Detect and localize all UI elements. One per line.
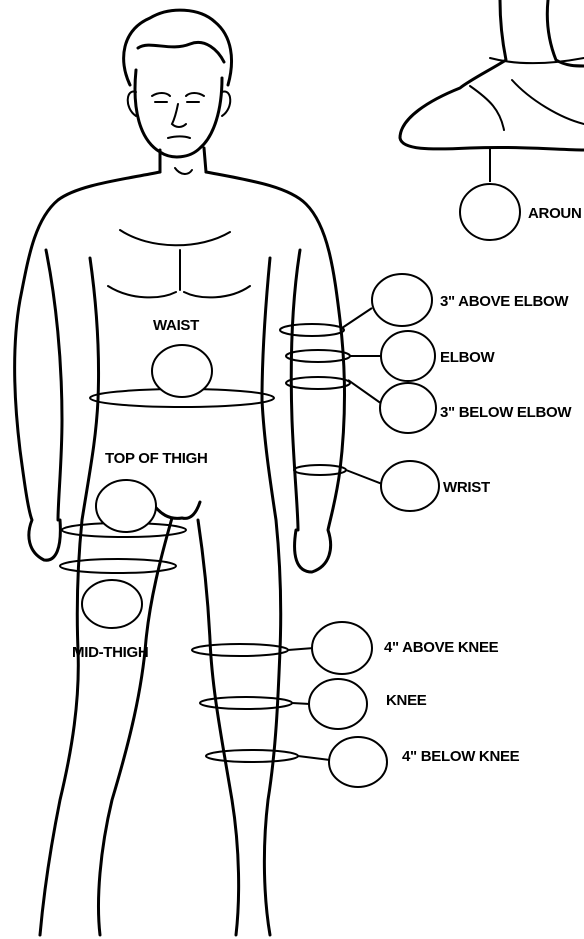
wrist-circle[interactable] <box>381 461 439 511</box>
below-knee-circle[interactable] <box>329 737 387 787</box>
head <box>135 70 222 157</box>
knee-label: KNEE <box>386 692 427 709</box>
human-figure <box>15 10 345 935</box>
wrist-band <box>294 465 346 475</box>
measurement-bands <box>60 324 350 762</box>
below-elbow-band <box>286 377 350 389</box>
above-elbow-circle[interactable] <box>372 274 432 326</box>
knee-circle[interactable] <box>309 679 367 729</box>
around-label: AROUN <box>528 205 582 222</box>
waist-circle[interactable] <box>152 345 212 397</box>
elbow-label: ELBOW <box>440 349 495 366</box>
below-elbow-label: 3" BELOW ELBOW <box>440 404 572 421</box>
below-elbow-circle[interactable] <box>380 383 436 433</box>
above-knee-band <box>192 644 288 656</box>
below-knee-label: 4" BELOW KNEE <box>402 748 520 765</box>
mid-thigh-label: MID-THIGH <box>72 644 148 661</box>
above-knee-label: 4" ABOVE KNEE <box>384 639 499 656</box>
elbow-circle[interactable] <box>381 331 435 381</box>
above-elbow-band <box>280 324 344 336</box>
top-of-thigh-label: TOP OF THIGH <box>105 450 208 467</box>
face-features <box>152 93 204 138</box>
above-elbow-label: 3" ABOVE ELBOW <box>440 293 569 310</box>
around-circle[interactable] <box>460 184 520 240</box>
mid-thigh-circle[interactable] <box>82 580 142 628</box>
top-thigh-circle[interactable] <box>96 480 156 532</box>
foot-sketch <box>400 0 584 182</box>
above-knee-circle[interactable] <box>312 622 372 674</box>
wrist-label: WRIST <box>443 479 490 496</box>
hair <box>124 10 232 85</box>
waist-label: WAIST <box>153 317 199 334</box>
below-knee-band <box>206 750 298 762</box>
elbow-band <box>286 350 350 362</box>
